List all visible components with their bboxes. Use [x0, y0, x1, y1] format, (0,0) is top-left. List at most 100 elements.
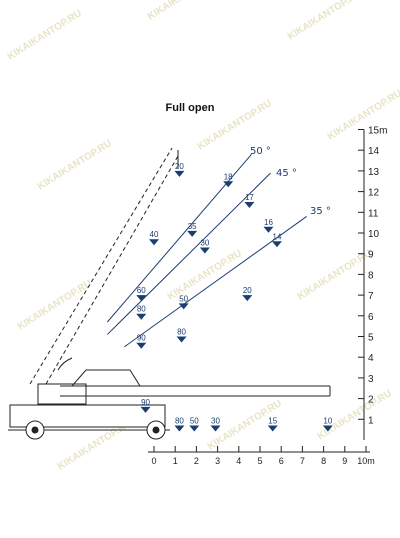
- load-marker-triangle: [210, 425, 221, 432]
- front-wheel-hub: [31, 426, 39, 434]
- y-tick-label: 11: [368, 208, 379, 219]
- load-marker: 60: [136, 286, 147, 302]
- y-tick-label: 1: [368, 415, 374, 426]
- load-marker-label: 17: [245, 193, 254, 202]
- load-marker-triangle: [223, 181, 234, 188]
- load-marker: 40: [149, 230, 159, 246]
- load-marker-label: 16: [264, 218, 273, 227]
- watermark-text: KIKAIKANTOP.RU: [166, 248, 244, 302]
- load-marker: 80: [176, 328, 187, 343]
- load-marker-label: 20: [175, 162, 184, 171]
- angle-line-35: [124, 216, 307, 348]
- watermark-text: KIKAIKANTOP.RU: [296, 248, 374, 302]
- x-tick-label: 0: [151, 456, 156, 466]
- load-marker-triangle: [178, 303, 189, 310]
- crane-illustration: [8, 147, 331, 440]
- load-marker: 50: [178, 294, 189, 310]
- load-marker-label: 10: [323, 417, 332, 426]
- chart-title: Full open: [165, 102, 215, 114]
- load-marker-triangle: [136, 342, 147, 349]
- y-tick-label: 15m: [368, 126, 387, 137]
- load-marker-label: 50: [190, 417, 199, 426]
- load-marker: 35: [187, 222, 198, 237]
- y-tick-label: 7: [368, 291, 374, 302]
- load-marker-triangle: [176, 336, 187, 343]
- load-marker-triangle: [244, 201, 255, 208]
- x-tick-label: 7: [300, 456, 305, 466]
- load-marker-label: 15: [268, 417, 277, 426]
- load-marker: 16: [263, 218, 274, 233]
- x-tick-label: 1: [173, 456, 178, 466]
- x-tick-label: 5: [257, 456, 262, 466]
- y-tick-label: 10: [368, 229, 380, 240]
- y-tick-label: 14: [368, 146, 380, 157]
- load-marker-triangle: [263, 226, 274, 233]
- y-tick-label: 13: [368, 167, 380, 178]
- crane-cab: [37, 383, 87, 405]
- raised-boom-outer: [29, 147, 173, 385]
- watermark-text: KIKAIKANTOP.RU: [326, 88, 400, 142]
- x-tick-label: 10m: [357, 456, 375, 466]
- watermark-text: KIKAIKANTOP.RU: [286, 0, 364, 43]
- angle-label-50: 50 °: [250, 146, 271, 157]
- load-marker-triangle: [199, 247, 210, 254]
- load-marker-label: 35: [188, 222, 197, 231]
- load-marker: 30: [199, 238, 210, 254]
- x-tick-label: 6: [279, 456, 284, 466]
- load-marker-triangle: [174, 170, 185, 177]
- x-tick-label: 2: [194, 456, 199, 466]
- load-marker-label: 80: [175, 417, 184, 426]
- load-marker-triangle: [322, 425, 333, 432]
- load-marker-triangle: [189, 425, 200, 432]
- x-tick-label: 3: [215, 456, 220, 466]
- load-marker-label: 20: [243, 286, 252, 295]
- load-marker: 50: [189, 417, 200, 432]
- watermark-text: KIKAIKANTOP.RU: [146, 0, 224, 23]
- load-marker-label: 60: [137, 286, 146, 295]
- load-marker-label: 18: [224, 172, 233, 181]
- x-tick-label: 9: [342, 456, 347, 466]
- watermark-text: KIKAIKANTOP.RU: [6, 8, 84, 62]
- y-tick-label: 8: [368, 270, 374, 281]
- load-marker-triangle: [140, 406, 151, 413]
- load-marker-triangle: [174, 425, 185, 432]
- load-marker: 20: [174, 162, 185, 177]
- y-tick-label: 3: [368, 374, 374, 385]
- angle-label-45: 45 °: [276, 168, 297, 179]
- load-marker-triangle: [267, 425, 278, 432]
- load-marker: 20: [242, 286, 253, 302]
- load-marker: 15: [267, 417, 278, 432]
- raised-boom-inner: [45, 155, 179, 385]
- angle-line-45: [107, 172, 271, 335]
- y-tick-label: 5: [368, 333, 374, 344]
- load-marker-label: 90: [141, 398, 150, 407]
- watermark-text: KIKAIKANTOP.RU: [16, 278, 94, 332]
- load-marker-label: 30: [200, 238, 209, 247]
- load-marker: 90: [136, 334, 147, 349]
- load-marker-label: 30: [211, 417, 220, 426]
- load-marker-triangle: [149, 239, 159, 246]
- y-tick-label: 4: [368, 353, 374, 364]
- load-marker-triangle: [187, 230, 198, 237]
- load-marker-label: 80: [137, 305, 146, 314]
- load-marker-triangle: [136, 313, 147, 320]
- load-marker: 10: [322, 417, 333, 432]
- load-marker-triangle: [271, 241, 282, 248]
- y-tick-label: 9: [368, 250, 374, 261]
- load-marker-label: 90: [137, 334, 146, 343]
- load-marker-label: 14: [273, 232, 282, 241]
- crane-chassis: [9, 404, 166, 428]
- y-tick-label: 6: [368, 312, 374, 323]
- load-marker-label: 50: [179, 294, 188, 303]
- load-marker-label: 40: [150, 230, 159, 239]
- angle-arc: [57, 357, 73, 371]
- y-tick-label: 12: [368, 188, 380, 199]
- load-marker: 14: [271, 232, 282, 248]
- load-marker: 18: [223, 172, 234, 188]
- x-tick-label: 8: [321, 456, 326, 466]
- rear-wheel-hub: [152, 426, 160, 434]
- load-marker: 80: [136, 305, 147, 320]
- mast-brace: [129, 369, 141, 387]
